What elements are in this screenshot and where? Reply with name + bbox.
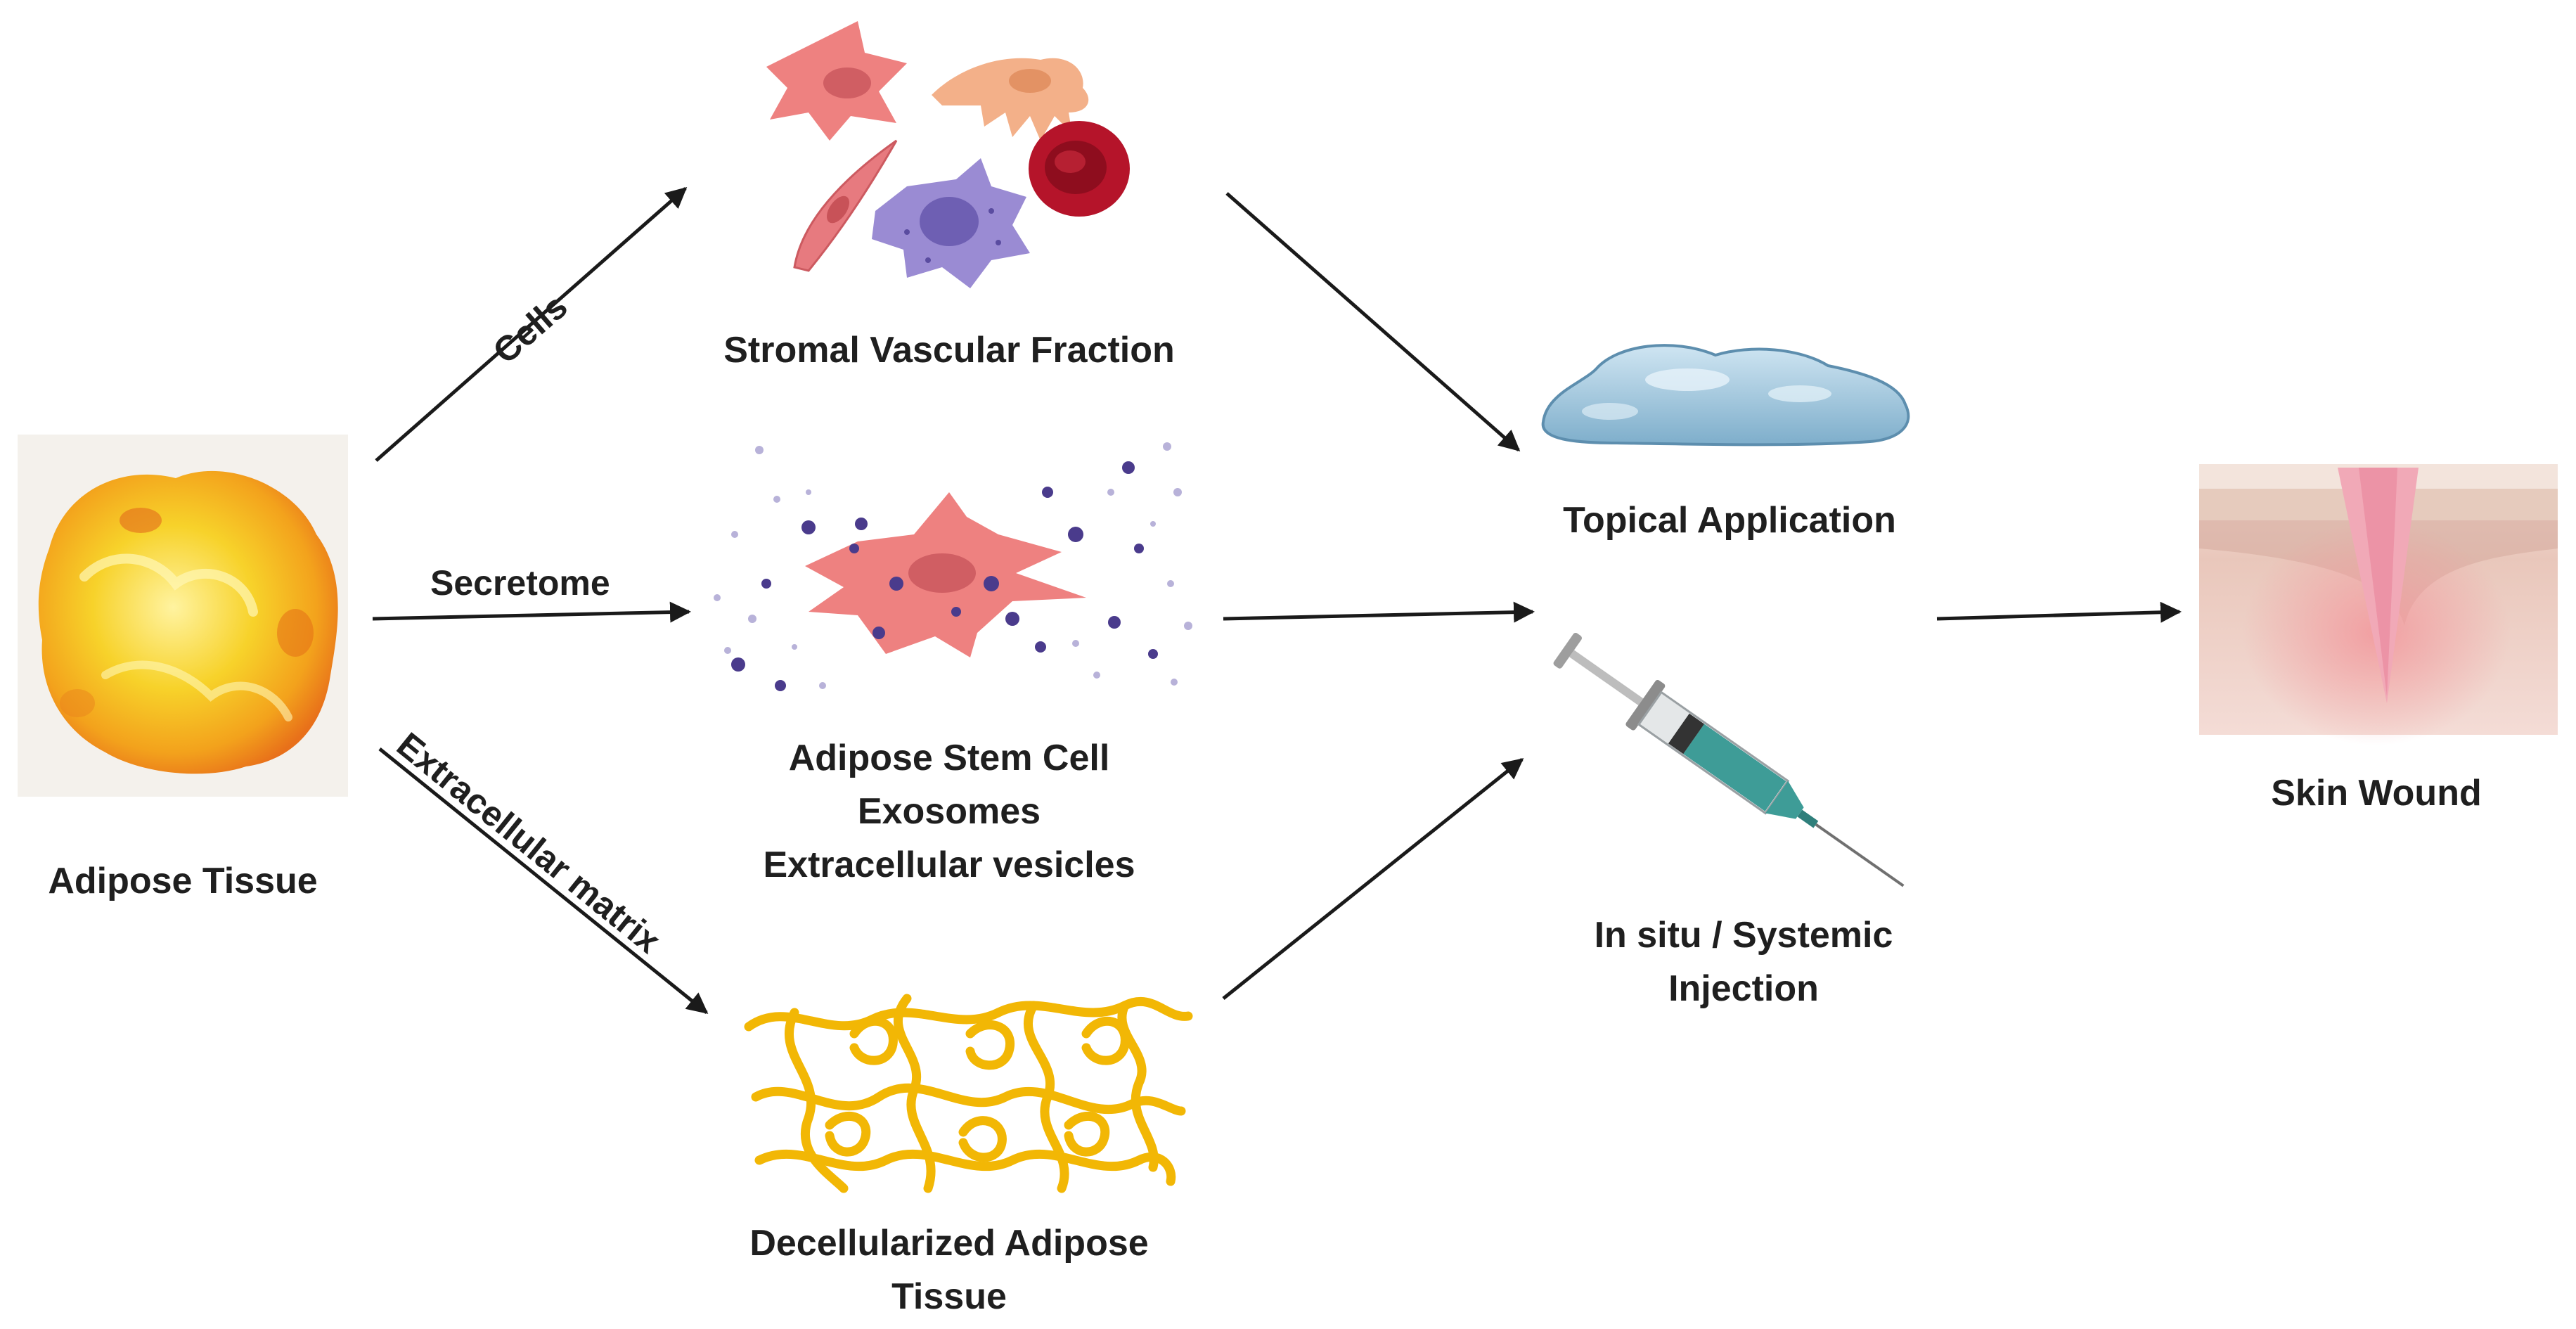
secretome-line-2: Exosomes bbox=[857, 791, 1041, 832]
macrophage-icon bbox=[872, 158, 1030, 288]
arrow-cells-to-delivery bbox=[1225, 192, 1521, 451]
arrow-source-to-matrix bbox=[378, 747, 709, 1014]
hydrogel-icon bbox=[1541, 344, 1910, 447]
arrow-matrix-to-delivery bbox=[1222, 758, 1524, 1000]
arrow-delivery-to-wound bbox=[1936, 601, 2182, 623]
injection-label: In situ / Systemic Injection bbox=[1505, 909, 1983, 1015]
decellularized-line-2: Tissue bbox=[891, 1276, 1007, 1317]
injection-line-1: In situ / Systemic bbox=[1594, 915, 1893, 956]
stromal-vascular-fraction-label: Stromal Vascular Fraction bbox=[723, 330, 1175, 371]
topical-application-text: Topical Application bbox=[1563, 500, 1896, 541]
stromal-cells-illustration bbox=[766, 21, 1130, 288]
pericyte-icon bbox=[932, 58, 1089, 141]
topical-application-label: Topical Application bbox=[1505, 494, 1954, 547]
exosome-particles bbox=[731, 461, 1158, 691]
secretome-line-3: Extracellular vesicles bbox=[763, 845, 1135, 885]
arrow-source-to-cells bbox=[375, 187, 688, 462]
secretome-illustration bbox=[714, 442, 1192, 691]
red-blood-cell-icon bbox=[1029, 121, 1130, 217]
adipose-stem-cell-icon bbox=[805, 492, 1086, 657]
stem-cell-icon bbox=[766, 21, 907, 141]
arrow-source-to-secretome bbox=[372, 601, 691, 623]
adipose-tissue-photo bbox=[18, 435, 348, 797]
syringe-icon bbox=[1553, 632, 1905, 887]
vesicle-particles bbox=[714, 442, 1192, 689]
secretome-line-1: Adipose Stem Cell bbox=[788, 738, 1110, 778]
adipose-tissue-label: Adipose Tissue bbox=[48, 861, 318, 901]
edge-label-secretome: Secretome bbox=[430, 563, 610, 603]
decellularized-line-1: Decellularized Adipose bbox=[749, 1223, 1149, 1264]
injection-line-2: Injection bbox=[1668, 968, 1819, 1009]
secretome-products-label: Adipose Stem Cell Exosomes Extracellular… bbox=[703, 731, 1195, 892]
arrow-secretome-to-delivery bbox=[1223, 601, 1535, 623]
decellularized-tissue-label: Decellularized Adipose Tissue bbox=[703, 1216, 1195, 1323]
flow-arrows bbox=[372, 187, 2182, 1014]
fibroblast-icon bbox=[793, 139, 898, 272]
skin-wound-label: Skin Wound bbox=[2271, 773, 2482, 814]
decellularized-matrix-illustration bbox=[744, 994, 1193, 1193]
skin-wound-cross-section bbox=[2199, 464, 2558, 745]
